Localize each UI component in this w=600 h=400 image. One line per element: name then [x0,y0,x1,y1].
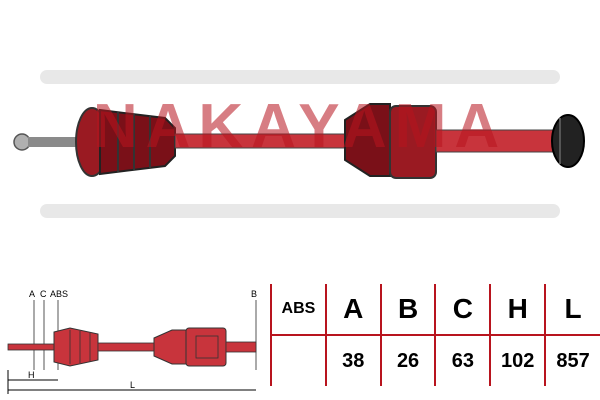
dimensions-table: ABS A B C H L 38 26 63 102 857 [270,284,600,386]
header-a: A [324,284,382,336]
label-h: H [28,370,35,380]
table-values-row: 38 26 63 102 857 [270,334,600,386]
value-h: 102 [489,334,547,386]
dimension-diagram: A C ABS B H L [7,289,257,394]
value-c: 63 [434,334,492,386]
header-b: B [379,284,437,336]
header-h: H [489,284,547,336]
header-c: C [434,284,492,336]
value-a: 38 [324,334,382,386]
label-l: L [130,380,135,390]
abs-header: ABS [270,284,327,336]
label-abs: ABS [50,289,68,299]
header-l: L [544,284,600,336]
label-a: A [29,289,35,299]
value-l: 857 [544,334,600,386]
value-b: 26 [379,334,437,386]
label-b: B [251,289,257,299]
drive-shaft-photo [13,70,585,218]
abs-value [270,334,327,386]
label-c: C [40,289,47,299]
table-header-row: ABS A B C H L [270,284,600,336]
